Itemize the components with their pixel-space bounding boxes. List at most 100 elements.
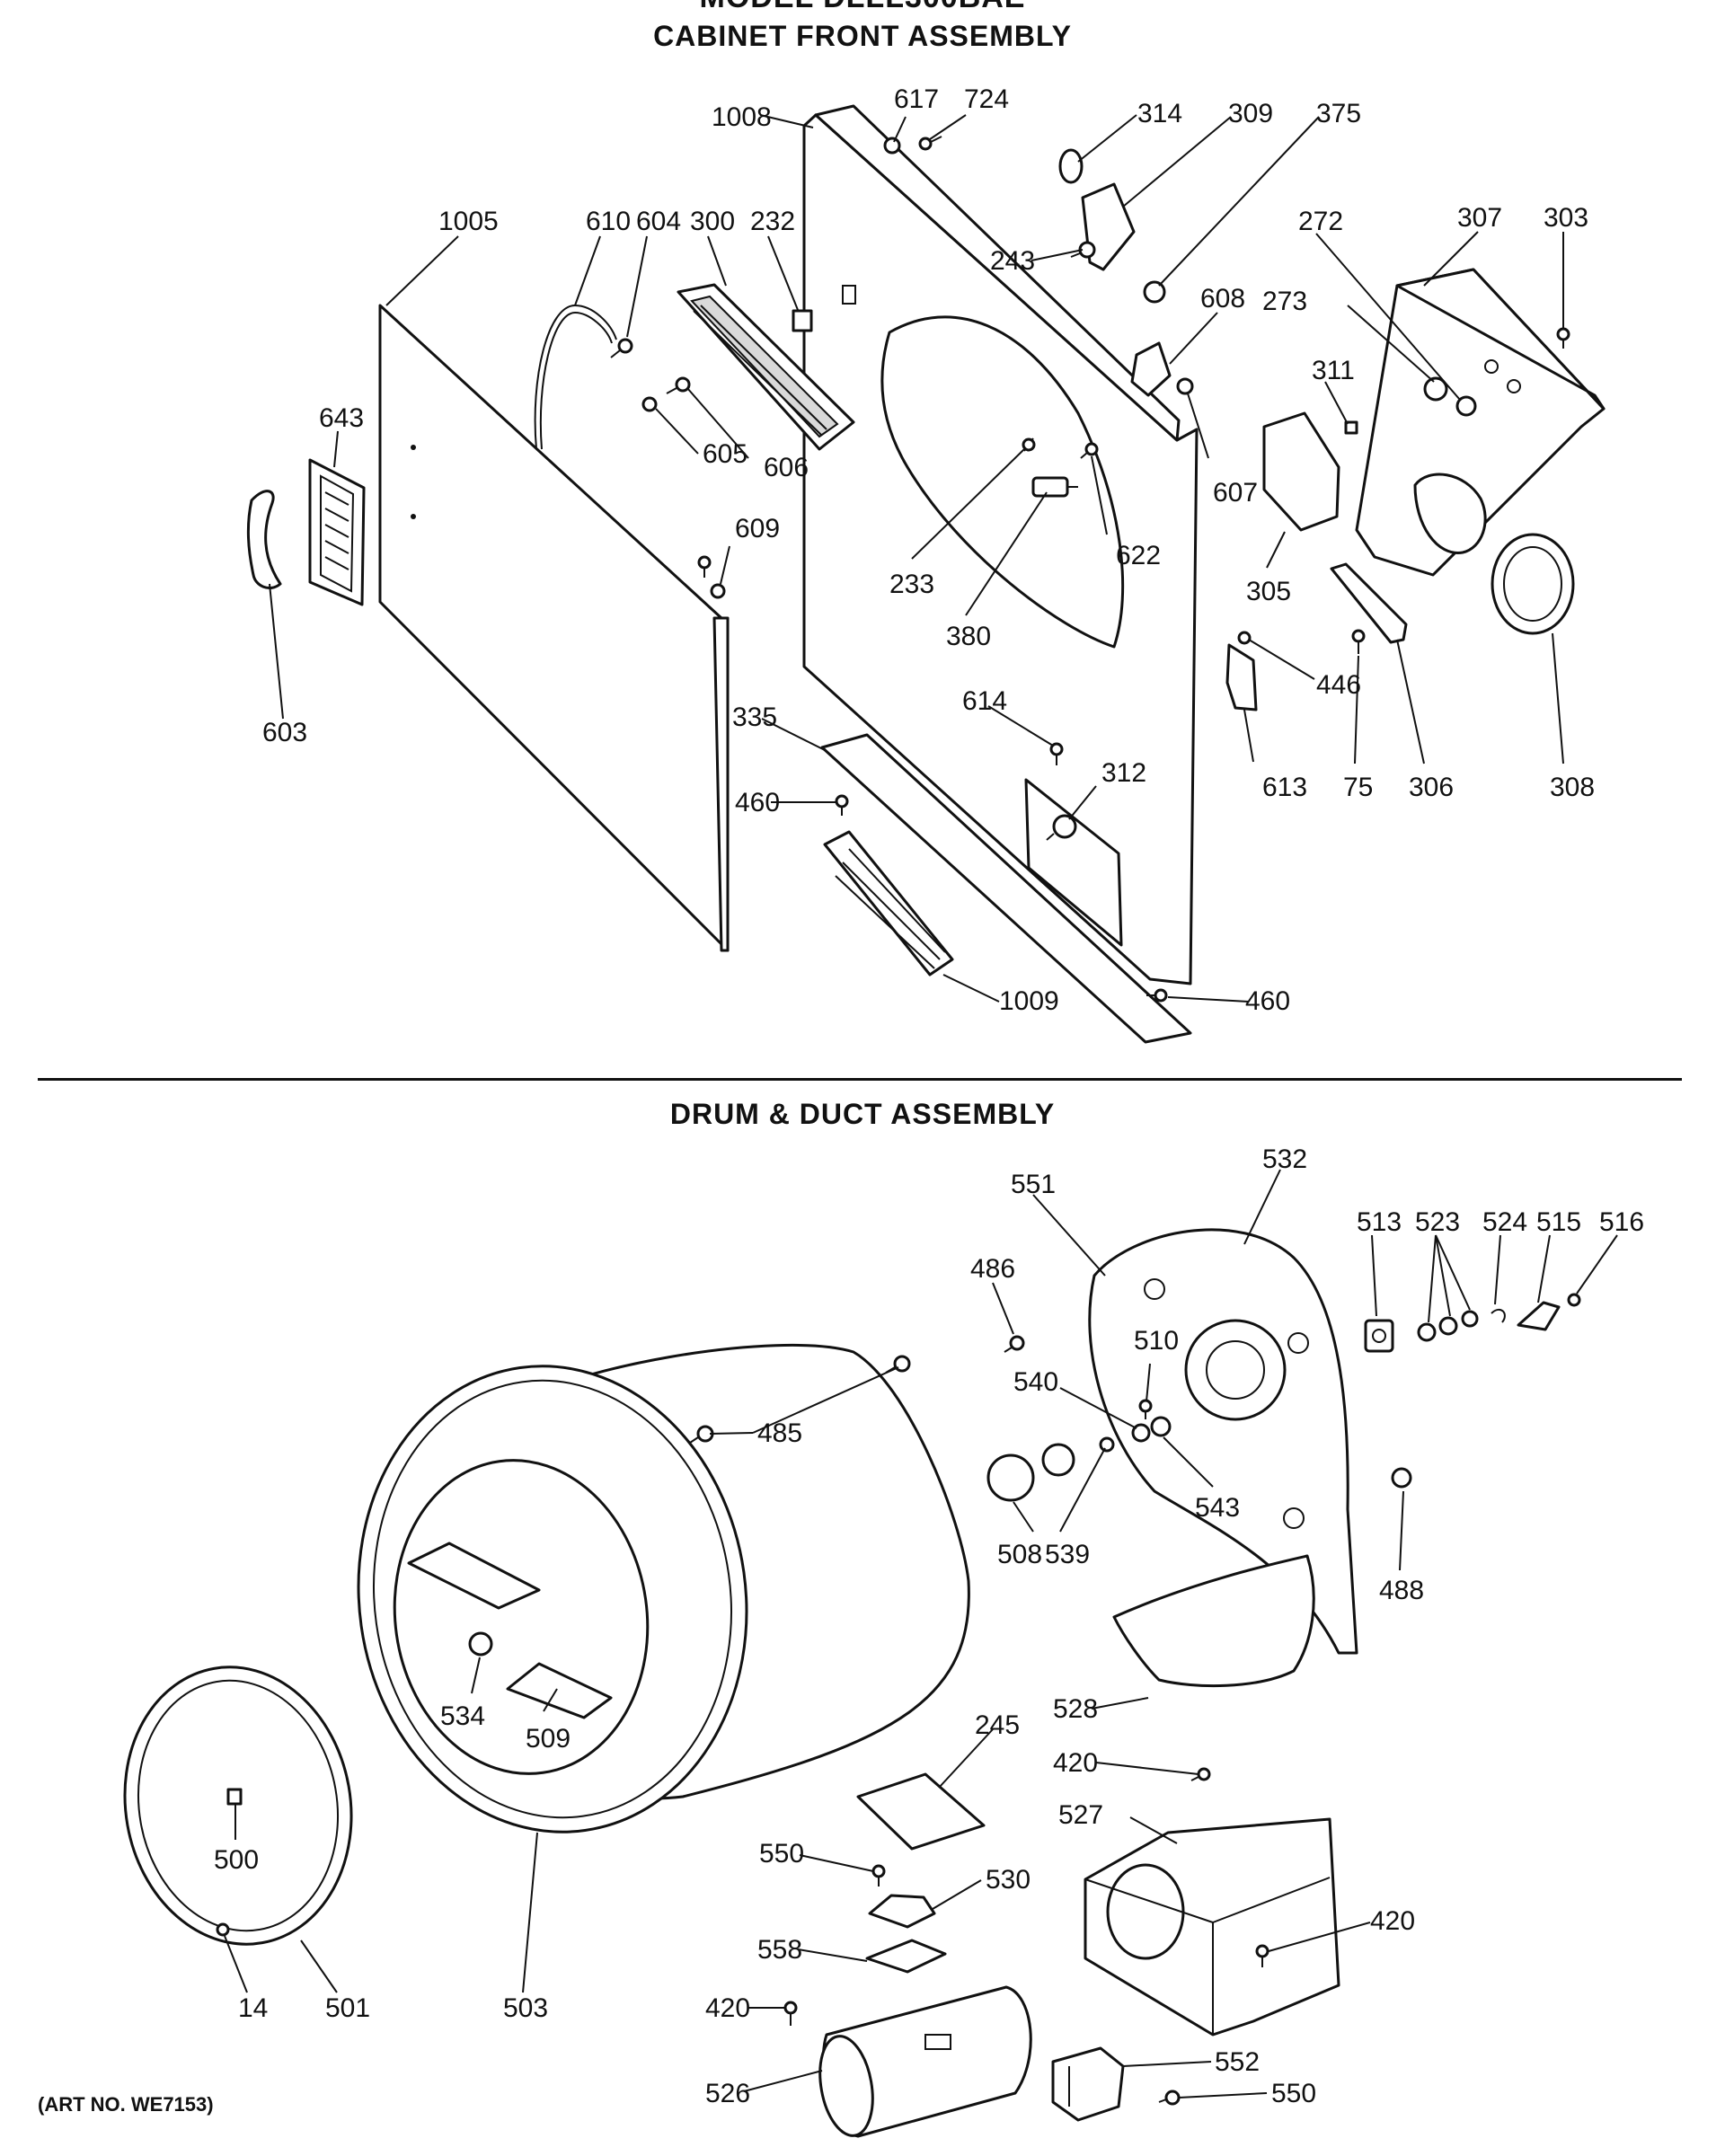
- drum-503: [357, 1343, 970, 1833]
- side-panel-1005: [378, 304, 730, 952]
- part-label: 550: [1271, 2079, 1316, 2108]
- part-label: 524: [1482, 1207, 1527, 1237]
- part-label: 420: [1370, 1906, 1415, 1936]
- part-label: 609: [735, 514, 780, 543]
- part-label: 550: [759, 1839, 804, 1869]
- plate-245: [856, 1772, 986, 1851]
- part-label: 509: [526, 1724, 571, 1754]
- part-label: 312: [1101, 758, 1146, 788]
- clip-311: [1344, 420, 1358, 435]
- bearing-539: [1041, 1443, 1075, 1477]
- screw-614: [1049, 742, 1064, 765]
- screw-604: [610, 338, 633, 358]
- washer-446: [1237, 631, 1252, 645]
- screw-420c: [783, 2001, 798, 2026]
- clip-232: [792, 309, 813, 332]
- screw-609: [697, 555, 712, 578]
- part-label: 486: [970, 1254, 1015, 1284]
- screw-303: [1556, 327, 1570, 349]
- part-label: 375: [1316, 99, 1361, 128]
- art-number: (ART NO. WE7153): [38, 2093, 214, 2116]
- handle-603: [246, 490, 282, 589]
- part-label: 532: [1262, 1144, 1307, 1174]
- duct-307: [1355, 268, 1606, 577]
- part-label: 1008: [712, 102, 772, 132]
- part-label: 643: [319, 403, 364, 433]
- toe-strip-335: [820, 733, 1192, 1044]
- clip-524: [1491, 1308, 1506, 1323]
- lint-filter-300: [677, 283, 855, 451]
- screw-460: [835, 794, 849, 816]
- part-label: 603: [262, 718, 307, 747]
- terminal-552: [1051, 2046, 1125, 2122]
- duct-528: [1112, 1554, 1315, 1688]
- harness-610: [534, 304, 617, 450]
- washer-523b: [1438, 1316, 1458, 1336]
- washer-605: [641, 396, 658, 412]
- part-label: 534: [440, 1701, 485, 1731]
- part-label: 613: [1262, 773, 1307, 802]
- bearing-513: [1364, 1319, 1394, 1353]
- part-label: 500: [214, 1845, 259, 1875]
- part-label: 307: [1457, 203, 1502, 233]
- screw-485a: [885, 1355, 911, 1374]
- screw-233: [1022, 437, 1036, 452]
- part-label: 245: [975, 1710, 1020, 1740]
- screw-485b: [689, 1425, 714, 1444]
- switch-608: [1130, 341, 1172, 397]
- part-label: 610: [586, 207, 631, 236]
- part-label: 551: [1011, 1170, 1056, 1199]
- washer-540: [1131, 1423, 1151, 1443]
- thermostat-530: [868, 1894, 936, 1929]
- part-label: 508: [997, 1540, 1042, 1569]
- screw-420a: [1190, 1767, 1211, 1781]
- screw-516: [1567, 1293, 1581, 1307]
- washer-523a: [1417, 1322, 1437, 1342]
- part-label: 460: [735, 788, 780, 817]
- part-label: 380: [946, 622, 991, 651]
- part-label: 543: [1195, 1493, 1240, 1523]
- switch-314: [1058, 148, 1084, 184]
- part-label: 420: [705, 1993, 750, 2023]
- switch-312: [1046, 814, 1077, 841]
- screw-607: [1176, 377, 1194, 395]
- drum-duct-title: DRUM & DUCT ASSEMBLY: [669, 1098, 1056, 1130]
- grille-1009: [823, 830, 954, 976]
- part-label: 607: [1213, 478, 1258, 508]
- washer-539b: [1099, 1436, 1115, 1453]
- part-label: 420: [1053, 1748, 1098, 1778]
- screw-510: [1138, 1399, 1153, 1419]
- part-label: 273: [1262, 287, 1307, 316]
- grille-643: [308, 458, 366, 606]
- screw-724: [918, 136, 942, 151]
- seal-ring-308-inner: [1503, 546, 1562, 622]
- thermostat-272: [1455, 395, 1477, 417]
- part-label: 606: [764, 453, 809, 482]
- part-label: 540: [1013, 1367, 1058, 1397]
- part-label: 552: [1215, 2047, 1260, 2077]
- pulley-508: [986, 1454, 1035, 1502]
- model-title: MODEL DLLL300BAE: [0, 0, 1725, 15]
- part-label: 303: [1544, 203, 1588, 233]
- heater-526: [818, 1985, 1032, 2138]
- rear-bulkhead-532: [1088, 1228, 1358, 1655]
- front-panel-1008: [802, 104, 1199, 985]
- part-label: 309: [1228, 99, 1273, 128]
- bracket-558: [865, 1939, 947, 1974]
- seal-ring-308: [1491, 533, 1575, 635]
- part-label: 558: [757, 1935, 802, 1965]
- part-label: 528: [1053, 1694, 1098, 1724]
- part-label: 503: [503, 1993, 548, 2023]
- part-label: 530: [986, 1865, 1031, 1895]
- thermostat-273: [1423, 376, 1448, 402]
- part-label: 617: [894, 84, 939, 114]
- section-divider: [38, 1078, 1682, 1081]
- part-label: 527: [1058, 1800, 1103, 1830]
- plug-488: [1391, 1467, 1412, 1489]
- screw-420b: [1255, 1944, 1269, 1967]
- screw-606: [666, 376, 691, 394]
- part-label: 614: [962, 686, 1007, 716]
- part-label: 232: [750, 207, 795, 236]
- part-label: 1009: [999, 986, 1059, 1016]
